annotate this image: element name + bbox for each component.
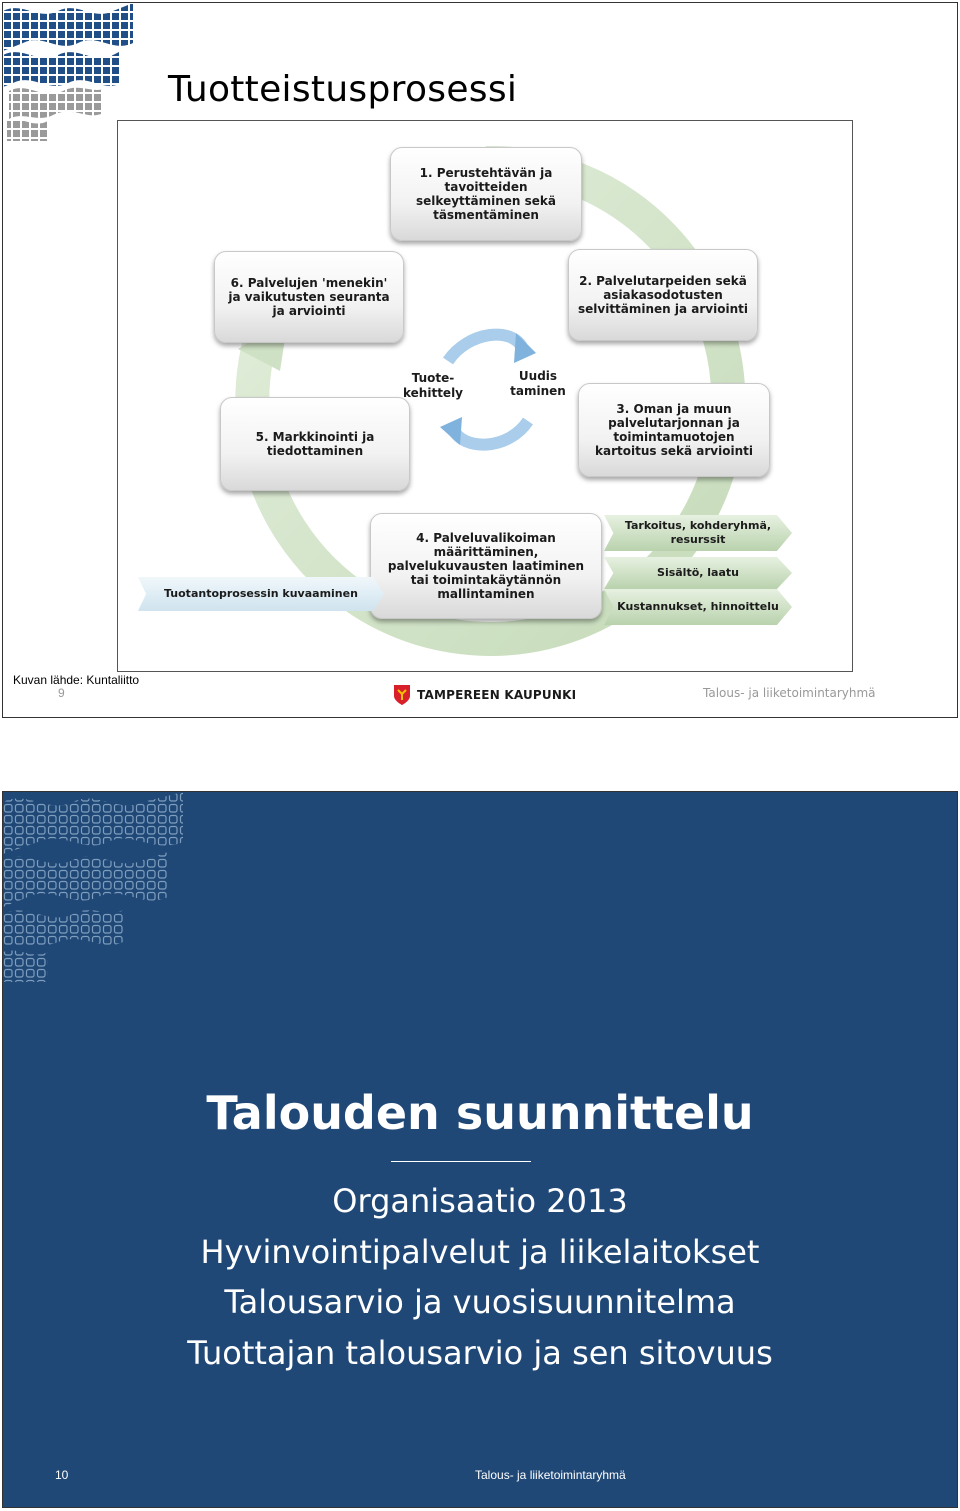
page-number: 9 [58, 686, 65, 700]
step-4-box: 4. Palveluvalikoiman määrittäminen, palv… [370, 513, 602, 619]
footer-text: Talous- ja liiketoimintaryhmä [703, 686, 876, 700]
subtitle-line-2: Hyvinvointipalvelut ja liikelaitokset [200, 1232, 760, 1271]
production-chevron-3 [294, 577, 384, 611]
slide-title: Tuotteistusprosessi [168, 69, 518, 110]
process-diagram: 1. Perustehtävän ja tavoitteiden selkeyt… [117, 120, 853, 672]
step-6-box: 6. Palvelujen 'menekin' ja vaikutusten s… [214, 251, 404, 343]
step-2-box: 2. Palvelutarpeiden sekä asiakasodotuste… [568, 249, 758, 341]
production-label: Tuotantoprosessin kuvaaminen [164, 587, 358, 600]
page-number: 10 [55, 1468, 69, 1482]
center-label-uudistaminen: Uudis taminen [510, 369, 566, 398]
center-label-tuotekehittely: Tuote-kehittely [403, 371, 463, 400]
step-5-box: 5. Markkinointi ja tiedottaminen [220, 397, 410, 491]
tampere-logo-text: TAMPEREEN KAUPUNKI [417, 688, 577, 702]
title-divider [391, 1161, 531, 1162]
detail-arrow-2: Sisältö, laatu [604, 557, 792, 589]
step-3-box: 3. Oman ja muun palvelutarjonnan ja toim… [578, 383, 770, 477]
production-chevron-2 [216, 577, 306, 611]
subtitle-line-3: Talousarvio ja vuosisuunnitelma [224, 1283, 736, 1321]
wave-grid-logo [3, 3, 133, 141]
image-source: Kuvan lähde: Kuntaliitto [13, 673, 140, 687]
step-1-box: 1. Perustehtävän ja tavoitteiden selkeyt… [390, 147, 582, 241]
detail-arrow-3: Kustannukset, hinnoittelu [604, 589, 792, 625]
subtitle-line-1: Organisaatio 2013 [332, 1182, 628, 1220]
slide-2: Talouden suunnittelu Organisaatio 2013 H… [2, 791, 958, 1508]
tampere-logo: TAMPEREEN KAUPUNKI [393, 684, 576, 706]
detail-arrow-1: Tarkoitus, kohderyhmä, resurssit [604, 515, 792, 551]
subtitle-lines: Organisaatio 2013 Hyvinvointipalvelut ja… [3, 1176, 957, 1378]
tampere-crest-icon [394, 685, 410, 705]
slide-1: Tuotteistusprosessi 1. Perustehtävän ja … [2, 2, 958, 718]
footer-text: Talous- ja liiketoimintaryhmä [475, 1468, 626, 1482]
subtitle-line-4: Tuottajan talousarvio ja sen sitovuus [187, 1333, 773, 1372]
wave-grid-logo [3, 792, 183, 982]
slide-title: Talouden suunnittelu [206, 1086, 754, 1140]
production-chevron-1 [138, 577, 228, 611]
